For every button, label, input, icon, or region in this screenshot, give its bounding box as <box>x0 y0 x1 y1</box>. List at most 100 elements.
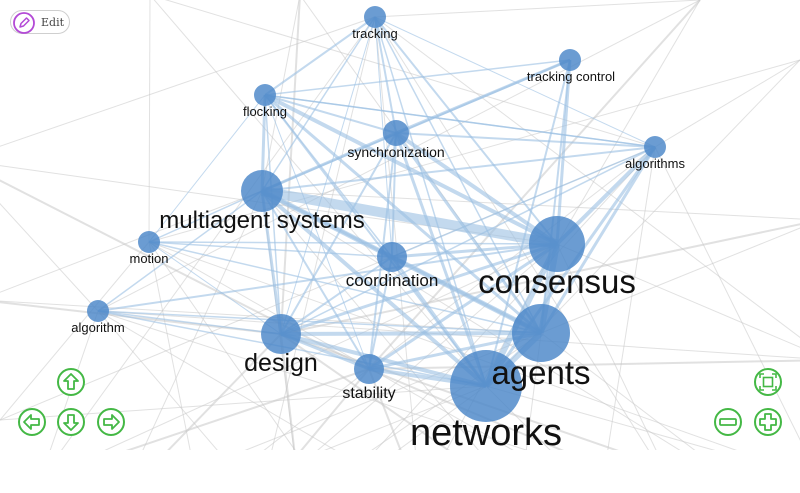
node-motion[interactable] <box>138 231 160 253</box>
graph-edge-external <box>654 59 800 148</box>
node-label-synchronization: synchronization <box>347 144 444 160</box>
graph-edge <box>368 242 558 371</box>
graph-edge-external <box>556 243 800 348</box>
fit-view-icon <box>754 368 782 396</box>
graph-edge-external <box>540 227 800 334</box>
graph-edge <box>374 16 397 134</box>
node-label-algorithms: algorithms <box>625 156 685 171</box>
graph-edge <box>264 16 376 96</box>
graph-edge <box>264 94 656 148</box>
graph-edge-external <box>556 0 701 245</box>
graph-edge-external <box>125 368 370 450</box>
graph-edges <box>0 0 800 450</box>
graph-edge-external <box>167 333 282 450</box>
node-label-design: design <box>244 349 318 377</box>
arrow-right-button[interactable] <box>96 407 126 437</box>
graph-edge-external <box>97 310 800 359</box>
graph-edge-external <box>300 368 370 450</box>
graph-edge-external <box>280 0 301 335</box>
edit-label: Edit <box>41 16 65 29</box>
graph-edge <box>97 310 542 334</box>
graph-edge-external <box>654 146 800 441</box>
node-networks[interactable] <box>450 350 522 422</box>
node-algorithms[interactable] <box>644 136 666 158</box>
arrow-up-button[interactable] <box>56 367 86 397</box>
arrow-up-icon <box>57 368 85 396</box>
graph-edge <box>264 59 571 96</box>
node-label-consensus: consensus <box>478 263 636 300</box>
node-design[interactable] <box>261 314 301 354</box>
graph-edge-external <box>485 385 716 450</box>
graph-edge-external <box>324 385 487 450</box>
graph-edge-external <box>153 0 487 387</box>
node-consensus[interactable] <box>529 216 585 272</box>
node-tracking-control[interactable] <box>559 49 581 71</box>
graph-edge <box>280 132 397 335</box>
node-label-networks: networks <box>410 412 562 450</box>
graph-edge-external <box>148 241 296 450</box>
node-synchronization[interactable] <box>383 120 409 146</box>
graph-edge-external <box>164 0 656 148</box>
graph-edge <box>97 190 263 312</box>
graph-edge <box>148 241 393 258</box>
zoom-in-button[interactable] <box>753 407 783 437</box>
graph-edge <box>391 146 656 258</box>
graph-edge <box>261 16 376 192</box>
graph-edge <box>555 59 572 245</box>
graph-edge <box>264 93 558 246</box>
graph-edge <box>264 94 397 134</box>
node-flocking[interactable] <box>254 84 276 106</box>
graph-edge-external <box>368 0 701 370</box>
graph-edge <box>261 186 558 249</box>
node-algorithm[interactable] <box>87 300 109 322</box>
arrow-right-icon <box>97 408 125 436</box>
graph-edge-external <box>280 333 450 450</box>
node-label-multiagent-systems: multiagent systems <box>159 207 364 234</box>
node-agents[interactable] <box>512 304 570 362</box>
node-coordination[interactable] <box>377 242 407 272</box>
graph-edge <box>260 190 283 335</box>
graph-edge <box>539 146 657 334</box>
graph-edge <box>280 242 558 336</box>
graph-edge-external <box>148 241 191 450</box>
graph-edge-external <box>271 16 376 450</box>
graph-edge-external <box>607 146 656 450</box>
node-label-flocking: flocking <box>243 104 287 119</box>
graph-edge <box>148 241 558 245</box>
arrow-down-button[interactable] <box>56 407 86 437</box>
fit-view-button[interactable] <box>753 367 783 397</box>
arrow-left-button[interactable] <box>17 407 47 437</box>
graph-edge-external <box>104 243 558 450</box>
node-label-agents: agents <box>491 354 590 391</box>
node-tracking[interactable] <box>364 6 386 28</box>
graph-edge-external <box>0 16 376 147</box>
graph-edge <box>264 94 393 258</box>
graph-edge <box>368 256 393 370</box>
zoom-out-icon <box>714 408 742 436</box>
graph-labels: tracking tracking control flocking synchron… <box>71 26 685 450</box>
node-label-stability: stability <box>342 385 395 402</box>
graph-edge-external <box>374 16 650 450</box>
graph-edge-external <box>368 359 800 370</box>
zoom-in-icon <box>754 408 782 436</box>
edit-button[interactable]: Edit <box>10 10 70 34</box>
network-graph[interactable]: tracking tracking control flocking synchron… <box>0 0 800 450</box>
node-multiagent-systems[interactable] <box>241 170 283 212</box>
graph-edge <box>264 94 282 335</box>
node-label-coordination: coordination <box>346 271 439 290</box>
graph-edge-external <box>375 146 656 450</box>
node-label-tracking-control: tracking control <box>527 69 615 84</box>
graph-edge <box>374 16 487 387</box>
graph-edge <box>97 310 282 335</box>
zoom-out-button[interactable] <box>713 407 743 437</box>
arrow-left-icon <box>18 408 46 436</box>
graph-edge-external <box>148 59 800 243</box>
node-stability[interactable] <box>354 354 384 384</box>
node-label-tracking: tracking <box>352 26 398 41</box>
graph-edge <box>280 146 656 335</box>
graph-edge-external <box>61 16 376 450</box>
graph-edge <box>374 16 558 245</box>
graph-edge <box>261 131 397 193</box>
graph-edge <box>394 131 559 246</box>
graph-edge <box>97 243 558 312</box>
